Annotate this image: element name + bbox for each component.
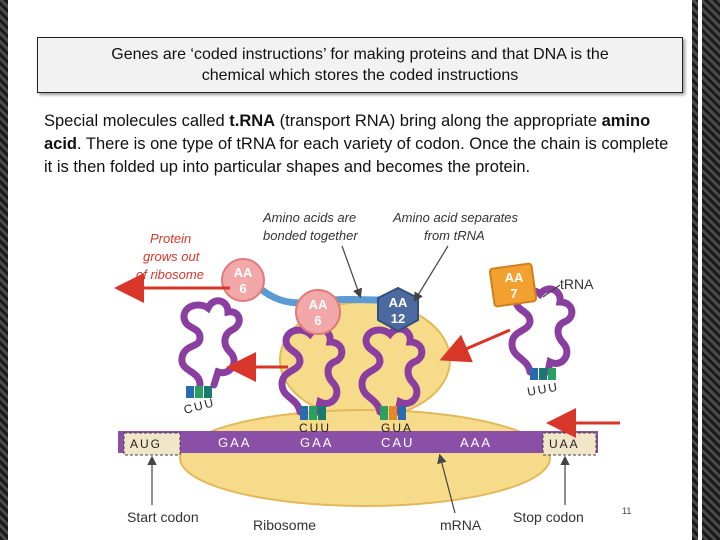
label-trna: tRNA [560, 276, 594, 292]
anticodon-gua: GUA [381, 421, 413, 435]
label-ribosome: Ribosome [253, 517, 316, 533]
trna-center-2 [358, 325, 426, 416]
title-box: Genes are ‘coded instructions’ for makin… [37, 37, 683, 93]
body-bold-trna: t.RNA [229, 112, 276, 130]
mrna-codon-uaa: UAA [549, 437, 580, 451]
svg-text:AA: AA [505, 270, 524, 285]
amino-acid-6-released: AA 6 [221, 258, 265, 302]
amino-acid-6-bonded: AA 6 [295, 289, 341, 335]
start-codon-box [123, 432, 181, 456]
label-separates-line-2: from tRNA [424, 228, 485, 243]
svg-text:6: 6 [314, 313, 321, 328]
label-protein-line-2: grows out [143, 249, 201, 264]
trna-left [178, 297, 243, 389]
label-stop-codon: Stop codon [513, 509, 584, 525]
body-text-1: Special molecules called [44, 112, 230, 130]
body-text-3: . There is one type of tRNA for each var… [44, 135, 669, 176]
body-bold-amino-acid: amino acid [44, 112, 651, 153]
slide-title: Genes are ‘coded instructions’ for makin… [111, 44, 608, 86]
anticodon-cuu-center: CUU [299, 421, 331, 435]
svg-text:AA: AA [389, 295, 408, 310]
anticodon-uuu: UUU [526, 380, 560, 399]
trna-center-1 [278, 325, 346, 416]
title-line-1: Genes are ‘coded instructions’ for makin… [111, 46, 609, 63]
mrna-codon-cau: CAU [381, 435, 414, 450]
trna-right [508, 285, 576, 376]
ribosome [179, 301, 551, 507]
label-mrna: mRNA [440, 517, 482, 533]
amino-acid-7: AA 7 [488, 262, 538, 308]
label-protein-line-1: Protein [150, 231, 191, 246]
anticodon-beads [186, 368, 556, 420]
page-number: 11 [622, 506, 632, 516]
mrna-codon-aug: AUG [130, 437, 162, 451]
svg-text:AA: AA [234, 265, 253, 280]
label-protein-line-3: of ribosome [136, 267, 204, 282]
svg-text:AA: AA [309, 297, 328, 312]
mrna-codon-gaa-1: GAA [218, 435, 251, 450]
amino-acid-12: AA 12 [377, 286, 419, 333]
svg-text:12: 12 [391, 311, 405, 326]
left-border-decoration [0, 0, 8, 540]
label-bonded-line-2: bonded together [263, 228, 358, 243]
label-bonded-line-1: Amino acids are [262, 210, 356, 225]
separates-pointer [413, 245, 449, 303]
title-line-2: chemical which stores the coded instruct… [201, 67, 519, 84]
label-separates-line-1: Amino acid separates [392, 210, 519, 225]
mrna-codon-aaa: AAA [460, 435, 492, 450]
bonded-pointer [341, 245, 363, 299]
trna-pointer [542, 284, 561, 298]
mrna-strand [118, 431, 598, 453]
svg-text:7: 7 [510, 286, 517, 301]
svg-text:6: 6 [239, 281, 246, 296]
anticodon-cuu-left: CUU [182, 395, 217, 417]
body-paragraph: Special molecules called t.RNA (transpor… [44, 110, 680, 179]
label-start-codon: Start codon [127, 509, 199, 525]
right-border-decoration [692, 0, 720, 540]
mrna-pointer [437, 453, 456, 514]
mrna-codon-gaa-2: GAA [300, 435, 333, 450]
body-text-2: (transport RNA) bring along the appropri… [275, 112, 602, 130]
trna-arriving-arrow [439, 328, 511, 363]
